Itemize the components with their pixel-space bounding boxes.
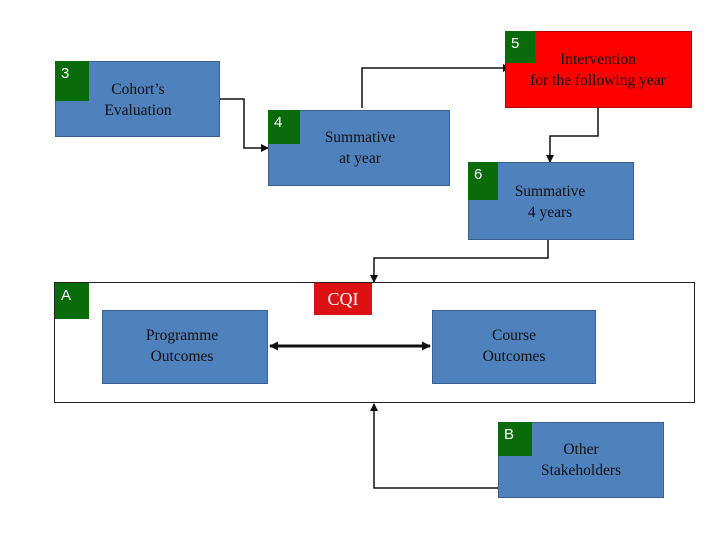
programme-outcomes-box [102, 310, 268, 384]
arrow-cohort-to-summative [220, 98, 269, 152]
arrow-stakeholders-to-cqi [370, 403, 498, 489]
summative-4-label: Summative 4 years [514, 183, 586, 221]
intervention-label: Intervention for the following year [530, 51, 666, 89]
arrow-summative-to-intervention [361, 64, 511, 108]
badge-5: 5 [505, 31, 535, 63]
intervention-box [505, 31, 692, 108]
badge-a: A [55, 283, 89, 319]
badge-3: 3 [55, 61, 89, 101]
cohort-evaluation-label: Cohort’s Evaluation [104, 81, 172, 119]
course-outcomes-label: Course Outcomes [482, 327, 546, 365]
stakeholders-label: Other Stakeholders [540, 441, 622, 479]
badge-6: 6 [468, 162, 498, 200]
arrow-intervention-to-summative4 [546, 108, 599, 163]
badge-b: B [498, 422, 532, 456]
course-outcomes-box [432, 310, 596, 384]
arrow-summative4-to-cqi [370, 240, 549, 283]
badge-4: 4 [268, 110, 300, 144]
programme-outcomes-label: Programme Outcomes [145, 327, 219, 365]
cqi-title: CQI [314, 283, 372, 315]
summative-year-label: Summative at year [324, 129, 396, 167]
